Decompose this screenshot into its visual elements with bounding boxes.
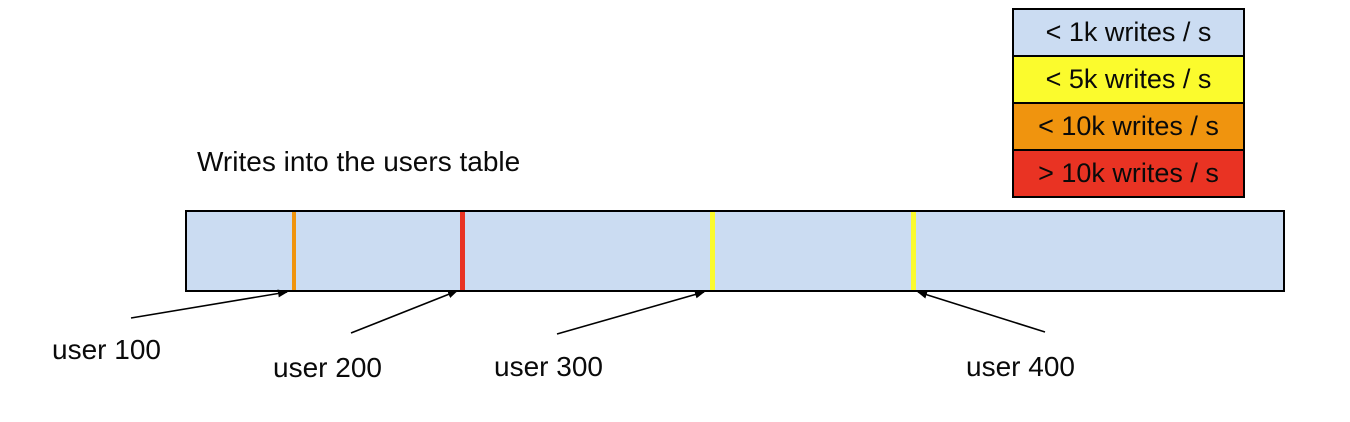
callout-user-300: user 300 (494, 351, 603, 382)
callout-user-400: user 400 (966, 351, 1075, 382)
write-hotspot-user-100 (292, 212, 296, 290)
legend-item-label: < 10k writes / s (1038, 111, 1219, 141)
diagram-title: Writes into the users table (197, 146, 521, 177)
users-table-bar (185, 210, 1285, 292)
arrow-user-200 (350, 290, 458, 334)
legend-item-label: < 5k writes / s (1045, 64, 1212, 94)
arrow-user-100 (130, 289, 288, 319)
legend-item-label: > 10k writes / s (1038, 158, 1219, 188)
legend-item-lt-10k: < 10k writes / s (1012, 102, 1245, 151)
legend-item-gt-10k: > 10k writes / s (1012, 149, 1245, 198)
callout-user-200: user 200 (273, 352, 382, 383)
callout-user-100: user 100 (52, 334, 161, 365)
write-hotspot-user-300 (710, 212, 715, 290)
legend-item-lt-5k: < 5k writes / s (1012, 55, 1245, 104)
arrow-user-300 (556, 290, 705, 335)
arrow-user-400 (917, 290, 1046, 333)
write-hotspot-user-200 (460, 212, 465, 290)
legend-item-lt-1k: < 1k writes / s (1012, 8, 1245, 57)
legend-item-label: < 1k writes / s (1045, 17, 1212, 47)
legend: < 1k writes / s < 5k writes / s < 10k wr… (1012, 8, 1245, 198)
write-hotspot-user-400 (911, 212, 916, 290)
